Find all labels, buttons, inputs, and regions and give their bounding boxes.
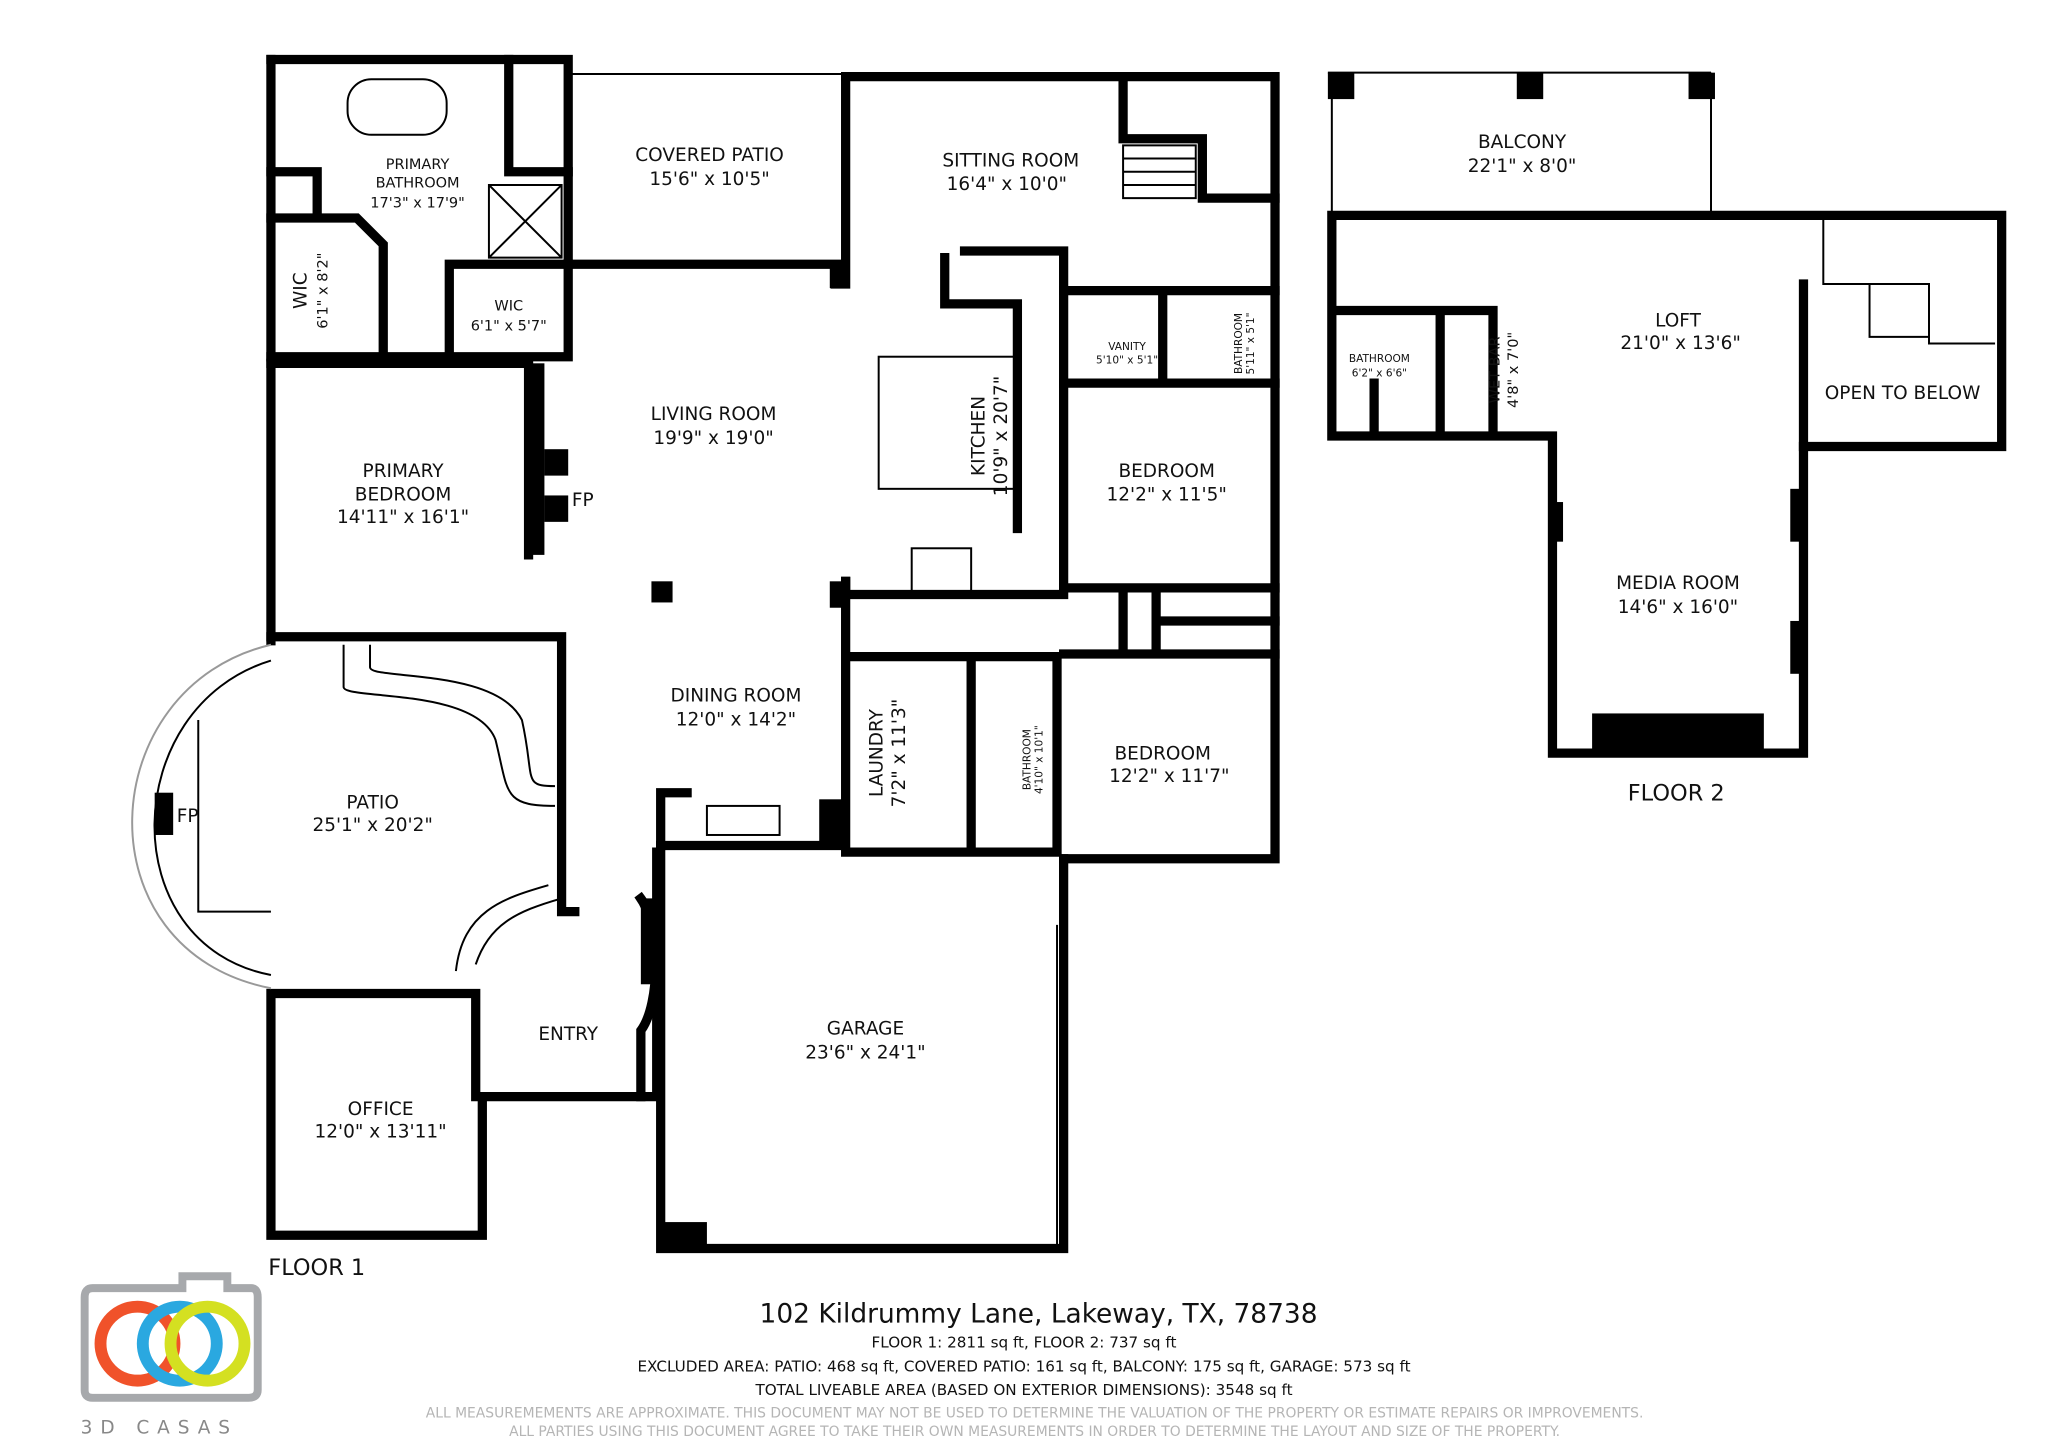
floor1-walls xyxy=(131,54,1280,1254)
room-name: BEDROOM xyxy=(1118,461,1214,482)
room-name: BEDROOM xyxy=(355,485,451,506)
room-name: MEDIA ROOM xyxy=(1616,573,1740,594)
room-dims: 22'1" x 8'0" xyxy=(1468,156,1577,177)
fireplace-label: FP xyxy=(572,490,594,511)
room-dims: 12'0" x 14'2" xyxy=(676,709,796,730)
room-name: WET BAR xyxy=(1488,336,1504,403)
disclaimer: ALL MEASUREMEMENTS ARE APPROXIMATE. THIS… xyxy=(426,1406,1644,1422)
room-name: KITCHEN xyxy=(968,396,989,476)
room-name: BALCONY xyxy=(1478,132,1567,153)
room-dims: 25'1" x 20'2" xyxy=(312,815,432,836)
fireplace-label: FP xyxy=(177,806,199,827)
room-dims: 4'8" x 7'0" xyxy=(1506,332,1522,408)
room-name: WIC xyxy=(494,298,523,314)
excluded-areas: EXCLUDED AREA: PATIO: 468 sq ft, COVERED… xyxy=(637,1357,1410,1375)
room-dims: 7'2" x 11'3" xyxy=(889,699,910,808)
room-name: COVERED PATIO xyxy=(635,145,784,166)
room-name: WIC xyxy=(291,272,312,309)
room-dims: 21'0" x 13'6" xyxy=(1620,333,1740,354)
room-name: BATHROOM xyxy=(1233,313,1245,374)
room-name: BATHROOM xyxy=(1022,729,1034,790)
room-dims: 16'4" x 10'0" xyxy=(947,174,1067,195)
room-dims: 10'9" x 20'7" xyxy=(991,376,1012,496)
floor2-walls xyxy=(1327,71,2007,758)
room-name: GARAGE xyxy=(827,1018,904,1039)
room-dims: 15'6" x 10'5" xyxy=(649,169,769,190)
total-area: TOTAL LIVEABLE AREA (BASED ON EXTERIOR D… xyxy=(754,1381,1292,1399)
room-dims: 5'10" x 5'1" xyxy=(1096,354,1158,366)
room-dims: 6'2" x 6'6" xyxy=(1352,368,1407,380)
room-name: LAUNDRY xyxy=(867,708,888,797)
room-name: PATIO xyxy=(346,793,398,814)
room-dims: 12'2" x 11'7" xyxy=(1109,766,1229,787)
room-dims: 19'9" x 19'0" xyxy=(653,428,773,449)
room-name: BATHROOM xyxy=(1349,353,1410,365)
room-dims: 6'1" x 5'7" xyxy=(471,318,547,334)
floor2-labels: BALCONY 22'1" x 8'0" LOFT 21'0" x 13'6" … xyxy=(1349,132,1981,807)
room-name: ENTRY xyxy=(538,1024,598,1045)
room-name: LIVING ROOM xyxy=(651,404,777,425)
room-name: LOFT xyxy=(1655,310,1701,331)
room-dims: 14'6" x 16'0" xyxy=(1618,597,1738,618)
room-name: BATHROOM xyxy=(376,176,460,192)
room-name: PRIMARY xyxy=(386,157,450,173)
room-name: BEDROOM xyxy=(1114,744,1210,765)
room-dims: 12'0" x 13'11" xyxy=(314,1122,446,1143)
room-dims: 17'3" x 17'9" xyxy=(370,195,465,211)
floor1-labels: PRIMARY BATHROOM 17'3" x 17'9" COVERED P… xyxy=(177,145,1257,1281)
floor2-label: FLOOR 2 xyxy=(1628,781,1725,807)
room-dims: 14'11" x 16'1" xyxy=(337,507,469,528)
logo-text: 3D CASAS xyxy=(81,1417,238,1438)
room-name: SITTING ROOM xyxy=(942,150,1079,171)
footer: 102 Kildrummy Lane, Lakeway, TX, 78738 F… xyxy=(426,1298,1644,1440)
room-dims: 12'2" x 11'5" xyxy=(1106,485,1226,506)
floor-areas: FLOOR 1: 2811 sq ft, FLOOR 2: 737 sq ft xyxy=(872,1334,1177,1352)
room-name: VANITY xyxy=(1108,341,1146,353)
room-name: DINING ROOM xyxy=(671,686,802,707)
room-dims: 23'6" x 24'1" xyxy=(805,1042,925,1063)
disclaimer: ALL PARTIES USING THIS DOCUMENT AGREE TO… xyxy=(509,1424,1560,1440)
room-name: PRIMARY xyxy=(363,461,445,482)
room-name: OFFICE xyxy=(348,1099,414,1120)
room-dims: 4'10" x 10'1" xyxy=(1033,725,1045,794)
room-name: OPEN TO BELOW xyxy=(1825,383,1981,404)
room-dims: 6'1" x 8'2" xyxy=(316,253,332,329)
address: 102 Kildrummy Lane, Lakeway, TX, 78738 xyxy=(760,1298,1318,1329)
floor1-label: FLOOR 1 xyxy=(268,1255,365,1281)
room-dims: 5'11" x 5'1" xyxy=(1245,313,1257,375)
logo-3d-casas: 3D CASAS xyxy=(80,1272,262,1438)
